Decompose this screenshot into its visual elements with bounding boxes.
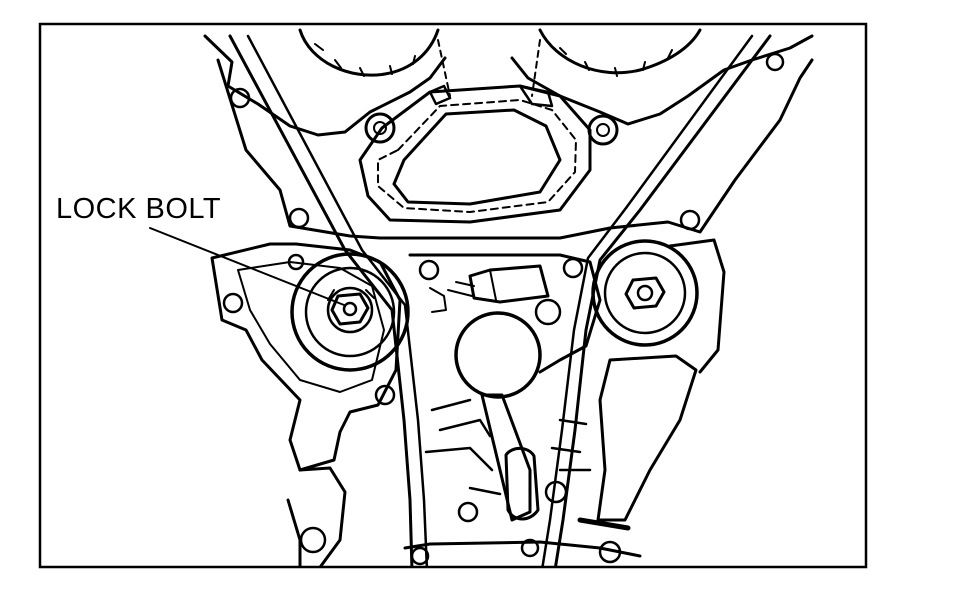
timing-belt-right-run-inner <box>541 34 754 567</box>
lower-left-bolt <box>299 526 327 554</box>
right-cam-sprocket <box>538 28 702 75</box>
tensioner-pulley-rim <box>304 266 396 358</box>
pump-bolt-1 <box>544 480 568 504</box>
tensioner-bracket-inner <box>237 261 385 393</box>
bracket-bolt-top <box>287 253 305 271</box>
head-bolt-4-inner <box>596 123 610 137</box>
center-cover-outer <box>358 84 592 224</box>
head-bolt-3 <box>364 112 396 144</box>
cover-tab-right <box>518 84 554 108</box>
pump-bolt-2 <box>457 501 479 523</box>
head-bolt-6 <box>679 209 701 231</box>
pump-bolt-3 <box>520 538 540 558</box>
idler-pulley-rim <box>603 251 687 335</box>
head-bolt-4 <box>587 114 619 146</box>
idler-bolt-center <box>636 284 654 302</box>
sensor-connector-detail <box>429 269 497 313</box>
bracket-bolt-bottom <box>374 384 396 406</box>
head-bolt-1 <box>229 87 251 109</box>
oil-pump-housing <box>424 398 592 496</box>
lower-right-cover <box>596 354 698 522</box>
sensor-bolt <box>534 298 562 326</box>
lower-right-cover-band <box>577 517 631 531</box>
crank-arm <box>480 393 532 522</box>
crank-boss <box>454 311 542 399</box>
timing-belt-right-run-outer <box>553 34 772 567</box>
head-bolt-5 <box>288 207 310 229</box>
tensioner-bracket <box>210 242 402 472</box>
lower-center-bolt <box>410 546 430 566</box>
cylinder-head-lower-edge <box>216 58 814 240</box>
block-bolt-2 <box>562 257 584 279</box>
idler-bracket <box>668 238 726 374</box>
dashed-sprocket-line-right <box>531 39 541 97</box>
bracket-bolt-left <box>222 292 244 314</box>
timing-belt-left-run-outer <box>228 34 414 567</box>
crank-arm-end <box>504 446 540 521</box>
lower-right-bolt <box>598 540 622 564</box>
lower-housing-bottom <box>403 540 642 558</box>
center-block-outline <box>408 253 602 374</box>
block-bolt-1 <box>418 259 440 281</box>
timing-belt-left-run-inner <box>246 34 429 567</box>
tensioner-pulley-outer <box>290 252 410 372</box>
center-cover-dashed <box>377 99 577 213</box>
callout-leader-line <box>149 227 345 306</box>
head-bolt-3-inner <box>373 121 387 135</box>
cam-sprocket-teeth <box>314 43 673 77</box>
cover-tab-left <box>428 84 452 106</box>
idler-pulley-outer <box>591 239 699 347</box>
dashed-sprocket-line-left <box>437 39 451 97</box>
head-bolt-2 <box>765 52 785 72</box>
cylinder-head-outline <box>203 34 814 137</box>
left-cam-sprocket <box>298 28 440 77</box>
lock-bolt-center <box>342 301 358 317</box>
center-cover-window <box>392 108 562 206</box>
lock-bolt-hex <box>330 292 370 326</box>
lock-bolt-callout-label: LOCK BOLT <box>56 193 222 225</box>
idler-bolt-hex <box>624 276 666 310</box>
tensioner-pulley-hub <box>326 286 374 334</box>
